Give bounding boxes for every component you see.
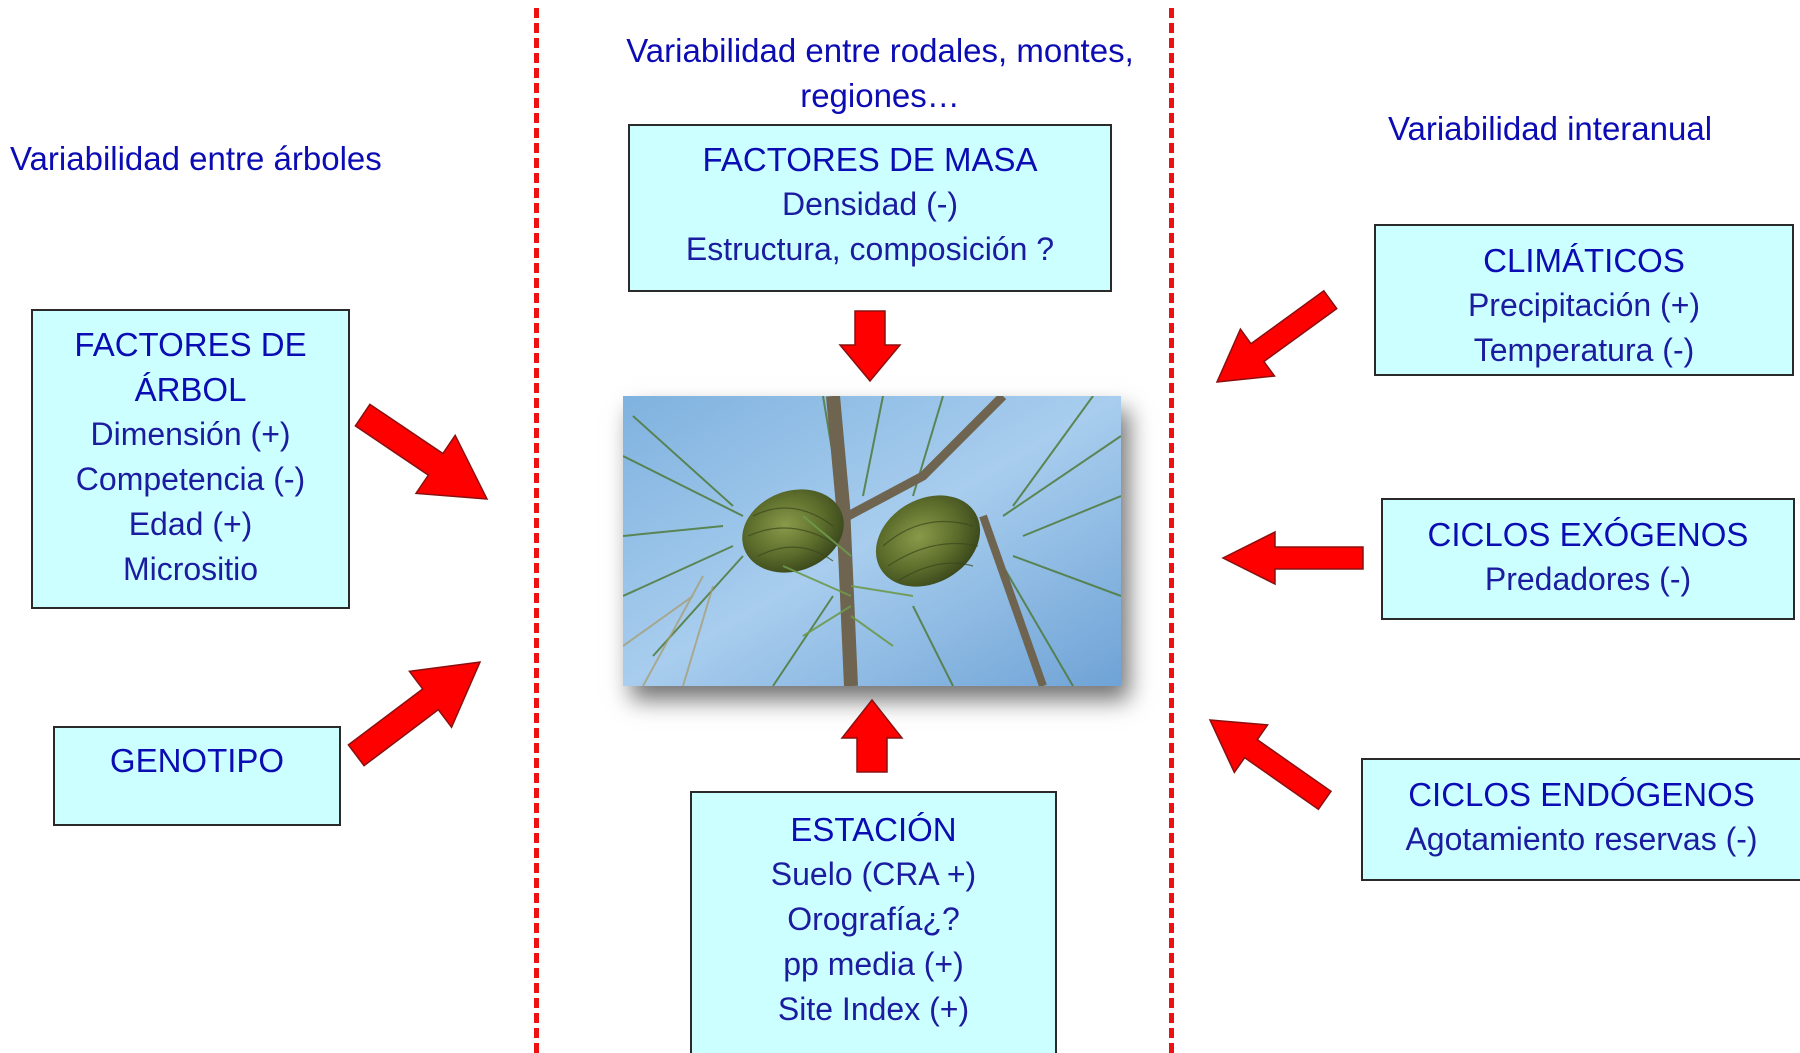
climatic-factor-temperature: Temperatura (-) bbox=[1473, 332, 1695, 368]
heading-between-trees: Variabilidad entre árboles bbox=[10, 140, 382, 177]
genotype-box: GENOTIPO bbox=[53, 726, 341, 826]
stand-factors-box: FACTORES DE MASA Densidad (-) Estructura… bbox=[628, 124, 1112, 292]
climatic-title: CLIMÁTICOS bbox=[1483, 242, 1685, 279]
heading-interannual: Variabilidad interanual bbox=[1387, 110, 1713, 147]
site-factor-orography: Orografía¿? bbox=[787, 901, 960, 937]
climatic-box: CLIMÁTICOS Precipitación (+) Temperatura… bbox=[1374, 224, 1794, 376]
tree-factor-competition: Competencia (-) bbox=[75, 461, 306, 497]
right-column-divider bbox=[1169, 8, 1174, 1053]
site-factor-site-index: Site Index (+) bbox=[777, 991, 970, 1027]
tree-factors-title-line1: FACTORES DE bbox=[74, 326, 307, 363]
arrow-exogenous-to-photo bbox=[1221, 530, 1364, 586]
exogenous-cycles-title: CICLOS EXÓGENOS bbox=[1427, 516, 1749, 553]
exogenous-cycles-box: CICLOS EXÓGENOS Predadores (-) bbox=[1381, 498, 1795, 620]
arrow-site-to-photo bbox=[840, 698, 904, 773]
stand-factor-structure: Estructura, composición ? bbox=[685, 231, 1055, 267]
site-factor-mean-precip: pp media (+) bbox=[783, 946, 964, 982]
arrow-endogenous-to-photo bbox=[1208, 719, 1333, 811]
endogenous-cycles-title: CICLOS ENDÓGENOS bbox=[1408, 776, 1755, 813]
arrow-tree-factors-to-photo bbox=[354, 403, 489, 500]
tree-factors-box: FACTORES DE ÁRBOL Dimensión (+) Competen… bbox=[31, 309, 350, 609]
arrow-genotype-to-photo bbox=[347, 661, 482, 767]
arrow-climatic-to-photo bbox=[1215, 289, 1338, 383]
pine-cones-illustration bbox=[623, 396, 1121, 686]
tree-factors-title-line2: ÁRBOL bbox=[134, 371, 247, 408]
site-title: ESTACIÓN bbox=[790, 811, 957, 848]
stand-factor-density: Densidad (-) bbox=[781, 186, 959, 222]
stand-factors-title: FACTORES DE MASA bbox=[702, 141, 1038, 178]
arrow-stand-factors-to-photo bbox=[838, 310, 902, 383]
pine-cones-photo bbox=[623, 396, 1121, 686]
tree-factor-age: Edad (+) bbox=[128, 506, 253, 542]
site-factor-soil: Suelo (CRA +) bbox=[770, 856, 977, 892]
left-column-divider bbox=[534, 8, 539, 1053]
endogenous-factor-reserves: Agotamiento reservas (-) bbox=[1405, 821, 1758, 857]
climatic-factor-precipitation: Precipitación (+) bbox=[1467, 287, 1701, 323]
tree-factor-dimension: Dimensión (+) bbox=[90, 416, 291, 452]
heading-between-stands: Variabilidad entre rodales, montes, regi… bbox=[600, 28, 1160, 118]
genotype-title: GENOTIPO bbox=[109, 742, 285, 779]
heading-between-stands-line1: Variabilidad entre rodales, montes, bbox=[626, 32, 1134, 69]
exogenous-factor-predators: Predadores (-) bbox=[1484, 561, 1692, 597]
site-box: ESTACIÓN Suelo (CRA +) Orografía¿? pp me… bbox=[690, 791, 1057, 1053]
heading-between-stands-line2: regiones… bbox=[800, 77, 960, 114]
tree-factor-microsite: Micrositio bbox=[122, 551, 259, 587]
endogenous-cycles-box: CICLOS ENDÓGENOS Agotamiento reservas (-… bbox=[1361, 758, 1800, 881]
